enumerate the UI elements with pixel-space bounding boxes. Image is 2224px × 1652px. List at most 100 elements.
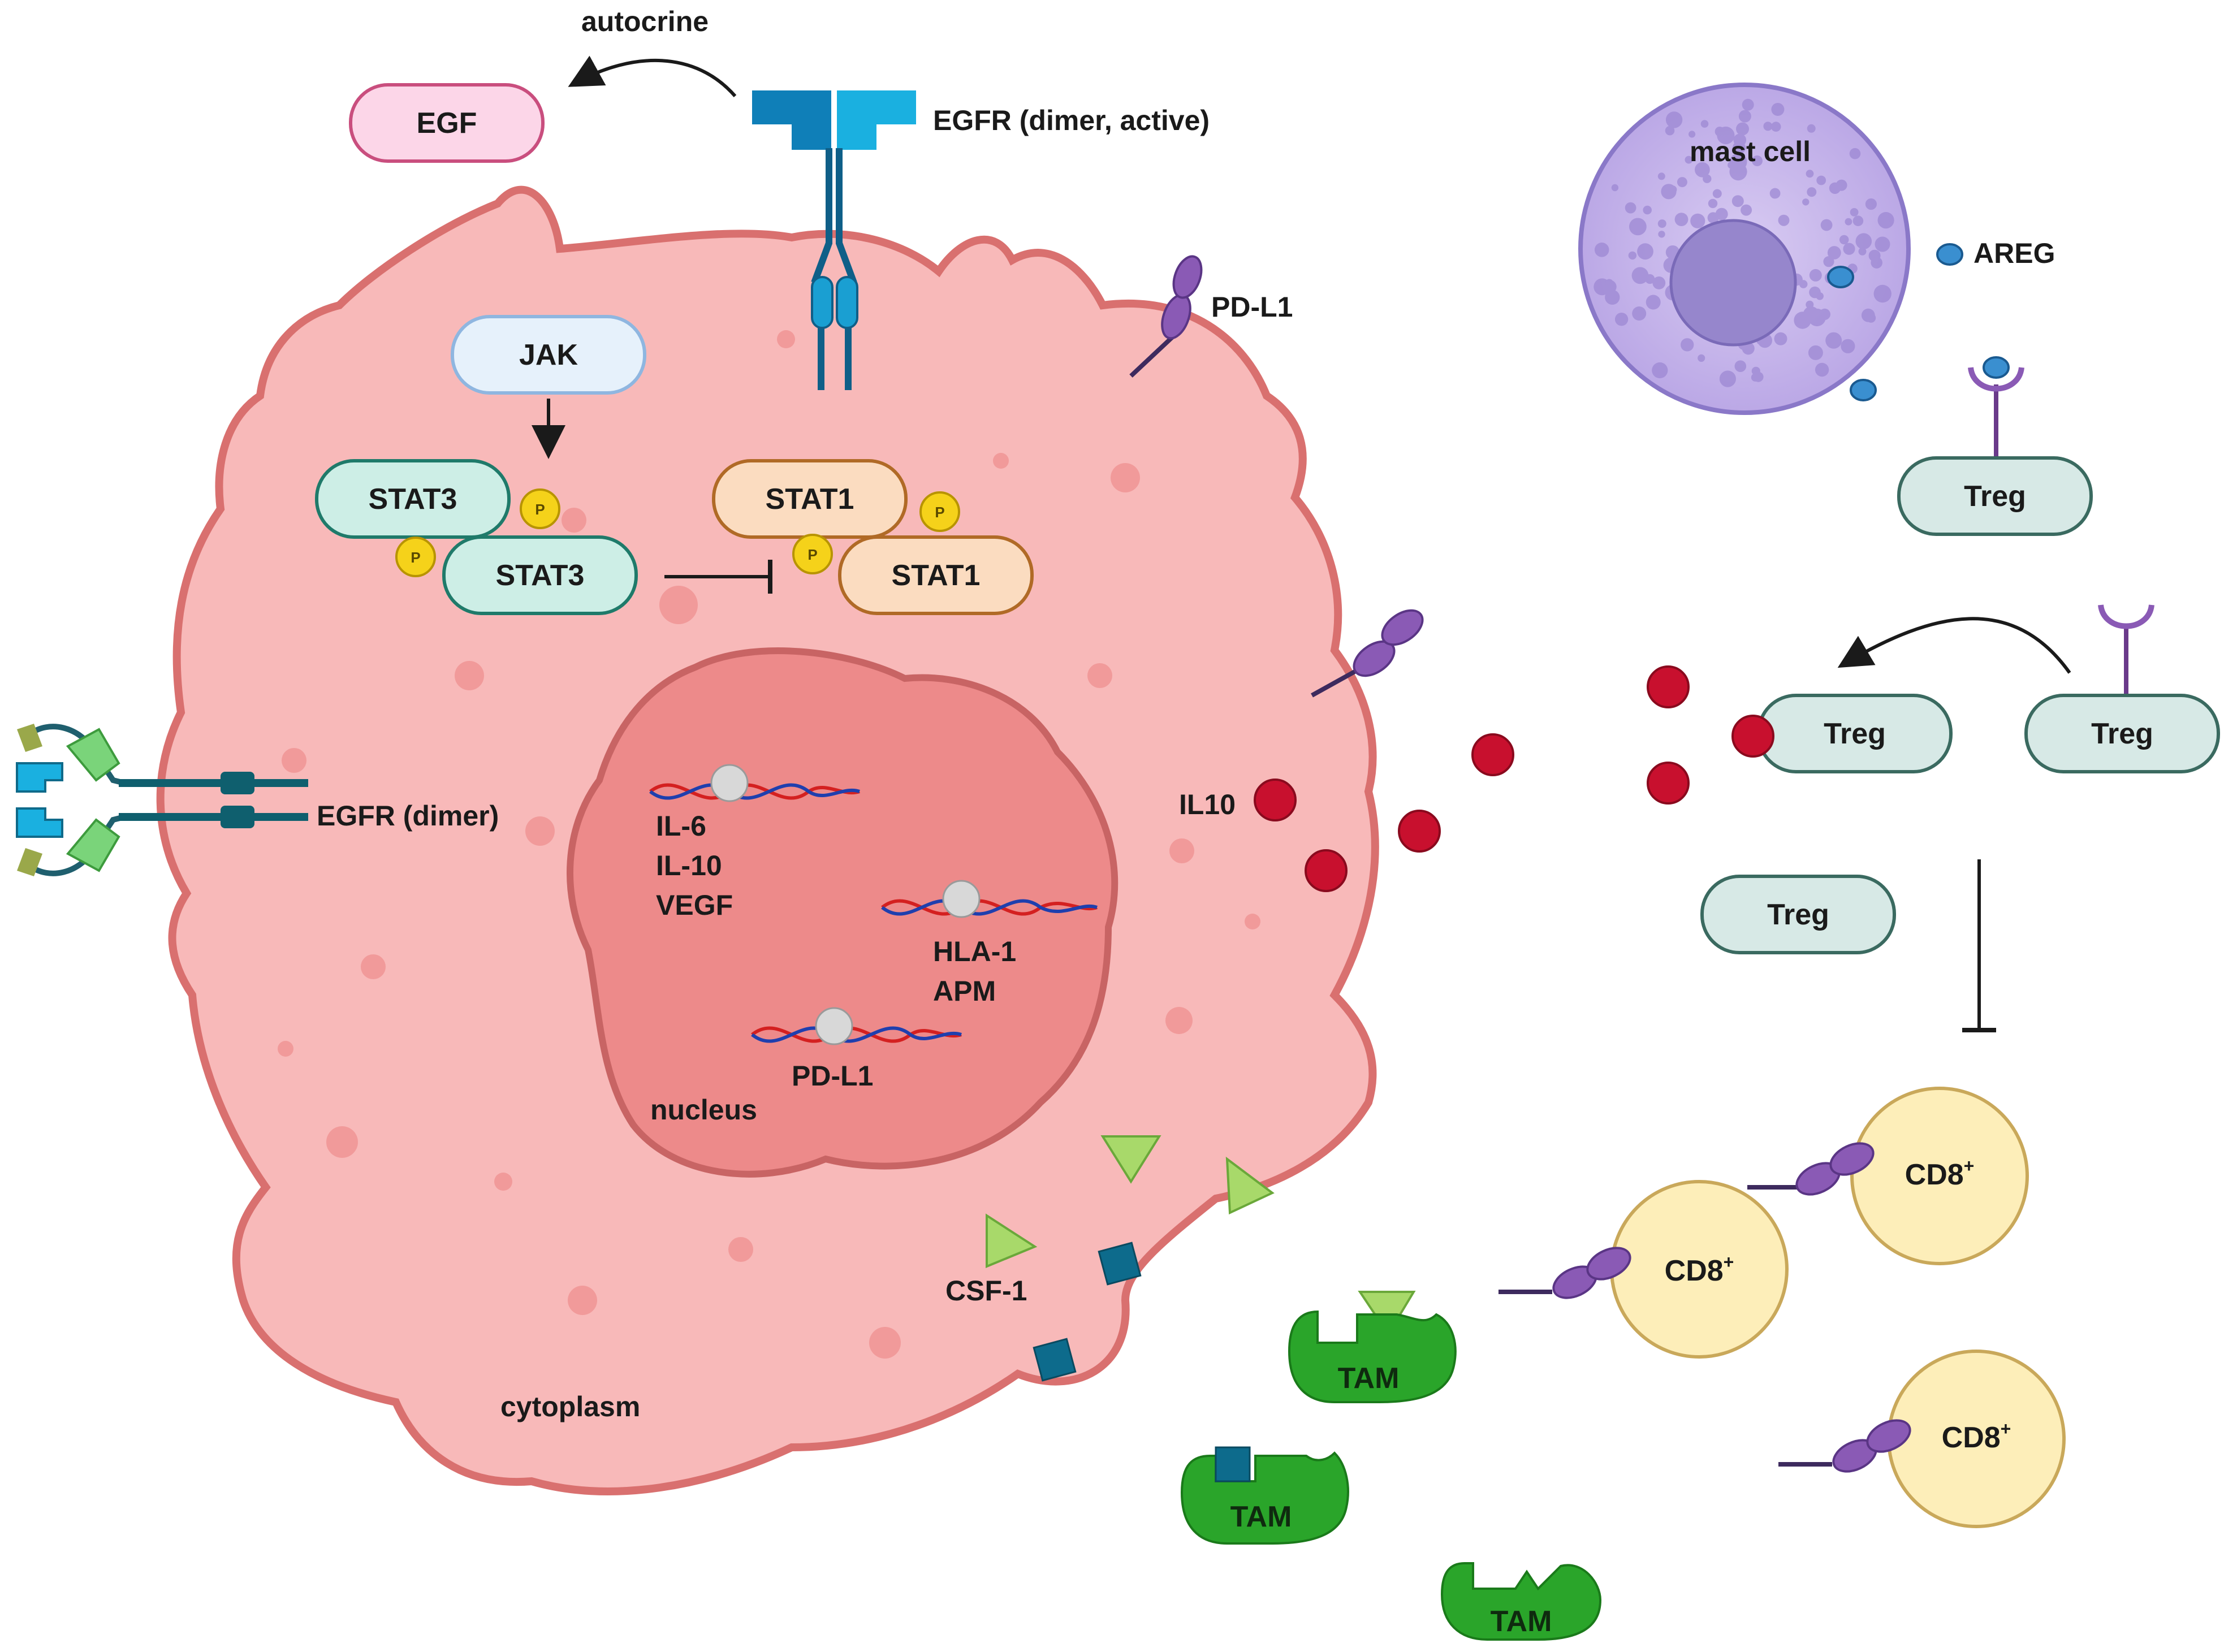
mast-granule: [1738, 110, 1751, 123]
cd8-label-1: CD8+: [1905, 1156, 1975, 1191]
mast-granule: [1866, 313, 1876, 323]
cytoplasm-granules: [278, 330, 1260, 1359]
mast-granule: [1731, 195, 1744, 207]
mast-granule: [1669, 185, 1677, 194]
mast-granule: [1631, 267, 1649, 284]
stat3-phospho-1: P: [520, 488, 560, 529]
mast-granule: [1707, 212, 1719, 224]
il10-molecules: [1254, 665, 1690, 892]
mast-granule: [1717, 126, 1735, 145]
mast-granule: [1873, 284, 1892, 303]
mast-granule: [1685, 155, 1693, 164]
mast-granule: [1734, 360, 1747, 372]
stat1-pill-bottom: [838, 535, 1034, 615]
mast-granule: [1594, 243, 1609, 257]
mast-granule: [1836, 179, 1847, 191]
mast-granule: [1778, 214, 1790, 226]
mast-granule: [1681, 338, 1694, 352]
svg-text:P: P: [935, 504, 944, 521]
gene-label-hla1: HLA-1: [933, 936, 1016, 967]
treg-receptor-top: [1968, 367, 2024, 458]
mast-granule: [1862, 237, 1871, 246]
mast-granule: [1628, 251, 1637, 260]
treg-label-lower: Treg: [1767, 898, 1829, 931]
mast-granule: [1695, 162, 1710, 178]
mast-granule: [1752, 155, 1763, 166]
cd8-cell-1: CD8+: [1747, 1087, 2029, 1265]
mast-granule: [1690, 213, 1705, 228]
mast-granule: [1808, 345, 1823, 360]
tam-cell-2: TAM: [1180, 1446, 1349, 1545]
mast-granule: [1774, 332, 1787, 345]
areg-label: AREG: [1973, 237, 2055, 269]
mast-granule: [1816, 292, 1824, 300]
svg-text:P: P: [411, 549, 420, 566]
mast-granule: [1665, 126, 1675, 136]
treg-conversion-arrow: [1837, 617, 2071, 674]
mast-granule: [1733, 133, 1747, 146]
mast-granule: [1708, 198, 1718, 209]
mast-granule: [1771, 103, 1785, 116]
mast-granule: [1839, 235, 1849, 245]
jak-pill: [451, 315, 646, 395]
gene-label-il10: IL-10: [656, 850, 722, 881]
mast-granule: [1875, 236, 1890, 252]
dna-strand-3: [751, 1007, 962, 1045]
stat3-label-top: STAT3: [369, 483, 457, 516]
stat1-label-top: STAT1: [766, 483, 854, 516]
mast-granule: [1712, 189, 1722, 198]
csf1-label: CSF-1: [945, 1275, 1027, 1307]
cd8-label-3: CD8+: [1942, 1419, 2011, 1454]
mast-granule: [1843, 243, 1855, 255]
mast-granule: [1865, 198, 1877, 210]
dna-strand-2: [881, 880, 1098, 918]
mast-granule: [1852, 215, 1864, 227]
treg-receptor-right: [2098, 604, 2154, 695]
tam-label-2: TAM: [1230, 1500, 1292, 1533]
mast-granule: [1807, 124, 1816, 133]
mast-granule: [1614, 313, 1629, 326]
mast-granule: [1688, 131, 1696, 138]
mast-granule: [1625, 202, 1636, 214]
egfr-active-label: EGFR (dimer, active): [933, 105, 1210, 136]
csf1-molecules: [986, 1135, 1416, 1337]
tam-cell-3: TAM: [1440, 1562, 1602, 1641]
areg-molecules: [1827, 243, 2010, 401]
mast-granule: [1611, 184, 1619, 192]
svg-text:P: P: [535, 501, 545, 518]
treg-label-top: Treg: [1964, 480, 2026, 513]
mast-granule: [1823, 256, 1834, 267]
pdl1-surface-label: PD-L1: [1211, 291, 1293, 323]
treg-label-middle: Treg: [1824, 717, 1886, 750]
mast-granule: [1605, 289, 1620, 305]
mast-granule: [1827, 246, 1841, 260]
nucleus: [567, 647, 1119, 1178]
mast-granule: [1799, 280, 1808, 288]
egfr-active-receptor: [752, 90, 916, 390]
mast-granule: [1819, 308, 1830, 321]
autocrine-arrow: [568, 55, 737, 97]
mast-granule: [1849, 148, 1861, 159]
mast-granule: [1753, 371, 1764, 382]
mast-granule: [1815, 362, 1829, 377]
tam-cell-1: TAM: [1288, 1310, 1457, 1403]
mast-granule: [1728, 161, 1735, 169]
stat3-inhibits-stat1: [664, 560, 772, 594]
mast-granule: [1658, 231, 1665, 238]
mast-granule: [1858, 247, 1867, 256]
mast-granule: [1794, 312, 1811, 329]
treg-pill-lower: [1700, 875, 1896, 954]
mast-granule: [1741, 204, 1752, 216]
mast-granule: [1646, 295, 1661, 310]
mast-granule: [1820, 219, 1833, 231]
mast-granule: [1665, 111, 1683, 128]
gene-label-il6: IL-6: [656, 810, 706, 842]
egfr-dimer-label: EGFR (dimer): [317, 800, 499, 832]
stat3-label-bottom: STAT3: [496, 559, 585, 592]
svg-text:P: P: [807, 546, 817, 563]
stat1-label-bottom: STAT1: [892, 559, 981, 592]
il10-bound-treg: [1731, 715, 1774, 758]
mast-granule: [1825, 332, 1842, 349]
stat1-phospho-1: P: [919, 491, 960, 532]
mast-granule: [1806, 170, 1814, 178]
